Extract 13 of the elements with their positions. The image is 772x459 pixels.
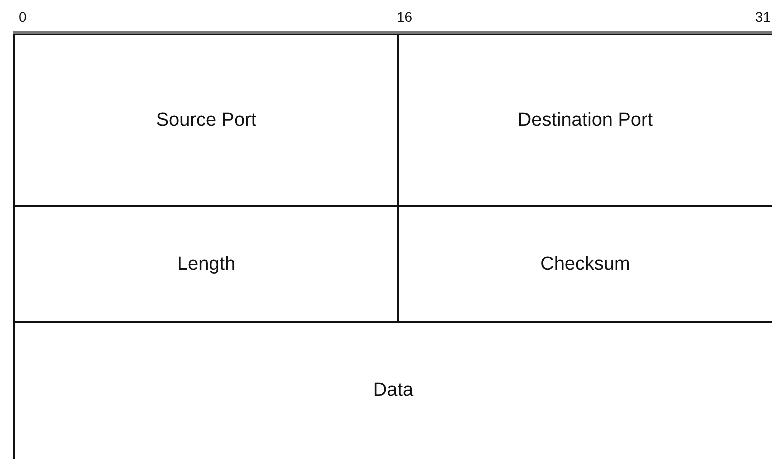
bit-number: 16 <box>397 9 413 25</box>
header-field <box>13 205 398 322</box>
bit-number: 31 <box>755 9 771 25</box>
header-field <box>397 33 772 206</box>
header-field <box>397 205 772 322</box>
field-name: Destination Port <box>518 110 654 132</box>
field-name: Data <box>373 380 414 402</box>
field-name: Checksum <box>540 254 630 276</box>
header-field <box>13 33 398 206</box>
header-field <box>13 321 772 459</box>
bit-number: 0 <box>19 9 27 25</box>
field-name: Length <box>177 254 236 276</box>
field-name: Source Port <box>156 110 257 132</box>
